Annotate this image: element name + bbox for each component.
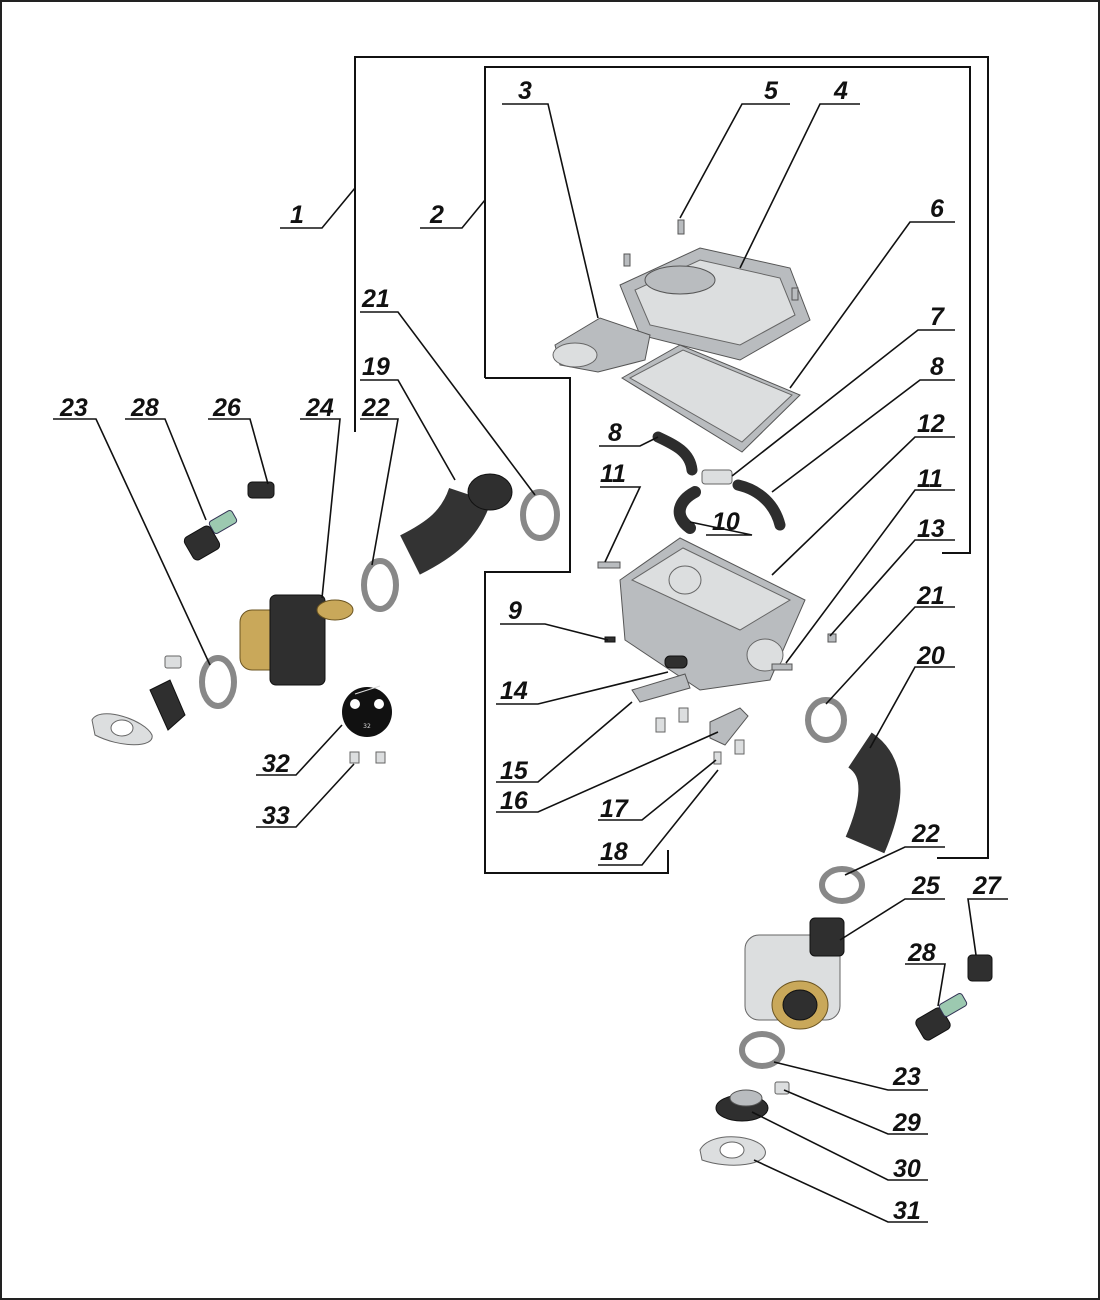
hose-8-left [652, 431, 698, 476]
injector-28-left [183, 510, 238, 561]
screws-33 [349, 751, 386, 764]
callout-17: 17 [600, 795, 629, 823]
callout-14: 14 [500, 677, 528, 705]
frame-assembly-2b [484, 377, 669, 874]
callout-21-right: 21 [916, 582, 945, 610]
callout-33: 33 [262, 802, 290, 830]
callout-8-left: 8 [608, 419, 622, 447]
callout-1: 1 [290, 201, 304, 229]
spacer-30-left [149, 679, 186, 731]
filter-cover [619, 247, 811, 361]
callout-3: 3 [518, 77, 532, 105]
callout-11-left: 11 [600, 460, 626, 488]
clamp-23-right [739, 1031, 785, 1069]
callout-11-right: 11 [917, 465, 943, 493]
filter-element [621, 344, 801, 453]
callout-9: 9 [508, 597, 522, 625]
hose-8-right [732, 479, 786, 531]
plate-32: 32 [342, 685, 392, 737]
callout-22-right: 22 [911, 820, 940, 848]
cover-screws [623, 219, 799, 301]
gasket-31-right [699, 1136, 766, 1166]
screw-13 [827, 633, 837, 643]
callout-20: 20 [916, 642, 945, 670]
frame-assembly-1 [354, 56, 989, 859]
callout-21-top: 21 [361, 285, 390, 313]
callout-29: 29 [892, 1109, 921, 1137]
frame-assembly-2 [484, 66, 971, 554]
callout-2: 2 [429, 201, 444, 229]
tee-7 [701, 469, 733, 485]
intake-hose-19-end [467, 473, 513, 511]
filter-housing [597, 537, 806, 691]
leader-lines [53, 103, 1008, 1223]
air-duct [552, 317, 651, 373]
callout-13: 13 [917, 515, 945, 543]
callout-24: 24 [305, 394, 334, 422]
hose-10 [673, 486, 701, 534]
callout-8-right: 8 [930, 353, 944, 381]
bushing-14 [664, 655, 688, 669]
clamp-22-left [361, 558, 399, 612]
throttle-body-25 [744, 917, 845, 1030]
callout-31: 31 [893, 1197, 921, 1225]
callout-30: 30 [893, 1155, 921, 1183]
callout-4: 4 [833, 77, 848, 105]
callout-27: 27 [972, 872, 1002, 900]
callout-32: 32 [262, 750, 290, 778]
callout-19: 19 [362, 353, 390, 381]
intake-hose-19 [399, 487, 491, 575]
callout-23-right: 23 [892, 1063, 921, 1091]
callout-18: 18 [600, 838, 628, 866]
spacer-30-right [715, 1089, 769, 1122]
callout-25: 25 [911, 872, 941, 900]
throttle-body-24 [239, 594, 354, 686]
clamp-21-right [805, 697, 847, 743]
clamp-23-left [199, 655, 237, 709]
callout-28-left: 28 [130, 394, 159, 422]
bracket-15 [631, 673, 691, 703]
callout-7: 7 [930, 303, 945, 331]
callout-12: 12 [917, 410, 945, 438]
callout-5: 5 [764, 77, 779, 105]
callout-10: 10 [712, 508, 740, 536]
callout-6: 6 [930, 195, 945, 223]
gasket-31-left [91, 713, 153, 746]
plate-32-marking: 32 [363, 723, 371, 730]
sensor-27 [967, 954, 993, 982]
fitting-29-right [774, 1081, 790, 1095]
clamp-21-top [520, 489, 560, 541]
callout-28-right: 28 [907, 939, 936, 967]
fitting-29-left [164, 655, 182, 669]
injector-28-right [915, 993, 968, 1041]
bracket-16 [709, 707, 749, 746]
bolts-17-18 [655, 707, 745, 765]
callout-16: 16 [500, 787, 529, 815]
intake-hose-20 [845, 732, 901, 854]
callout-labels: 1 2 3 4 5 6 7 8 8 9 10 11 11 12 13 14 15… [59, 77, 1002, 1225]
callout-26: 26 [212, 394, 242, 422]
clamp-22-right [819, 866, 865, 904]
callout-23-left: 23 [59, 394, 88, 422]
callout-22-left: 22 [361, 394, 390, 422]
sensor-26 [247, 481, 275, 499]
callout-15: 15 [500, 757, 529, 785]
